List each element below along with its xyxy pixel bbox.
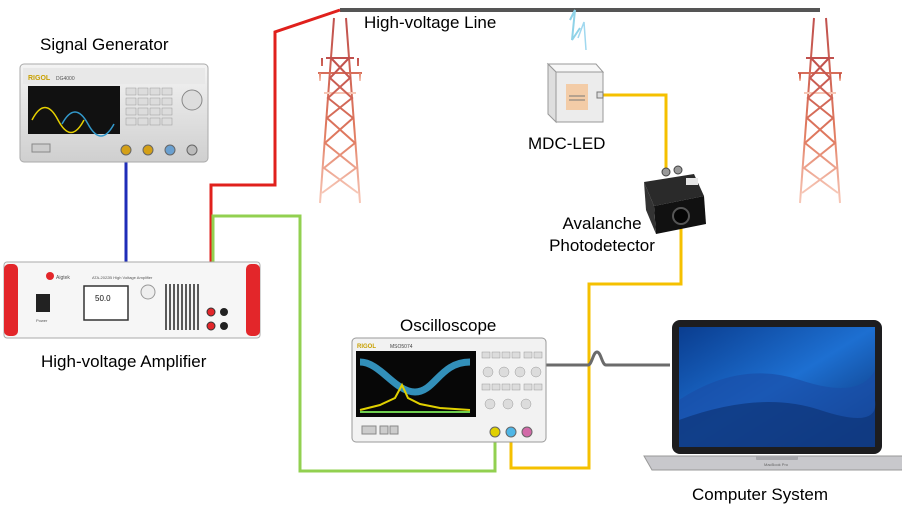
signal-generator-label: Signal Generator [40, 35, 169, 54]
discharge-spark-icon [569, 9, 581, 41]
oscilloscope-brand: RIGOL [357, 344, 376, 350]
oscilloscope-controls [481, 351, 543, 410]
amplifier-right-handle [246, 264, 260, 336]
amplifier-display [83, 285, 129, 321]
avalanche-photodetector-label-line1: Avalanche [562, 214, 642, 233]
amplifier-output-red [206, 307, 216, 317]
amplifier-brand: Aigtek [56, 275, 70, 281]
laptop-brand: MacBook Pro [764, 462, 789, 467]
oscilloscope-label: Oscilloscope [400, 316, 497, 335]
amplifier-power-switch [36, 294, 50, 312]
red-wire [209, 8, 341, 312]
detector-aperture [672, 207, 690, 225]
yellow-wire-led [603, 93, 668, 172]
amplifier-power-label: Power [36, 318, 48, 323]
generator-keypad [125, 87, 173, 126]
scope-channel-1 [489, 426, 501, 438]
signal-generator: RIGOL DG4000 [19, 63, 209, 163]
oscilloscope: RIGOL MSO5074 [351, 337, 547, 443]
mdc-led-label: MDC-LED [528, 134, 606, 153]
oscilloscope-model: MSO5074 [390, 344, 413, 350]
high-voltage-line-label: High-voltage Line [364, 13, 497, 32]
high-voltage-amplifier: Aigtek ATA-2022B High Voltage Amplifier … [3, 261, 261, 339]
amplifier-vent [165, 284, 199, 330]
high-voltage-amplifier-label: High-voltage Amplifier [41, 352, 207, 371]
generator-output-connector [120, 144, 132, 156]
generator-brand: RIGOL [28, 75, 51, 82]
gray-cable [546, 350, 670, 367]
scope-channel-2 [505, 426, 517, 438]
generator-screen [28, 86, 120, 134]
green-wire [211, 214, 497, 473]
generator-model: DG4000 [56, 76, 75, 82]
generator-knob [181, 89, 203, 111]
amplifier-knob [140, 284, 156, 300]
yellow-wire-scope [509, 225, 683, 470]
computer-system-label: Computer System [692, 485, 829, 504]
transmission-tower-right [798, 17, 842, 204]
mdc-led-device [546, 9, 605, 124]
avalanche-photodetector-label-line2: Photodetector [549, 236, 655, 255]
laptop-computer: MacBook Pro [643, 320, 902, 471]
transmission-tower-left [318, 17, 362, 204]
amplifier-left-handle [4, 264, 18, 336]
amplifier-display-value: 50.0 [95, 294, 111, 303]
scope-channel-3 [521, 426, 533, 438]
amplifier-model: ATA-2022B High Voltage Amplifier [92, 275, 153, 280]
avalanche-photodetector [644, 165, 706, 234]
